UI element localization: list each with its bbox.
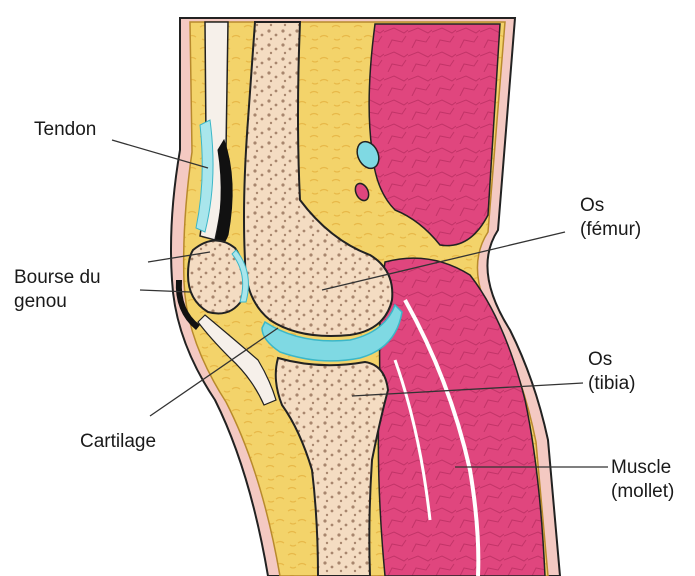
label-femur: Os (fémur) xyxy=(580,194,641,242)
label-tibia-line2: (tibia) xyxy=(588,372,636,396)
calf-muscle xyxy=(378,258,545,576)
label-bursa-line2: genou xyxy=(14,290,101,314)
label-tendon: Tendon xyxy=(34,118,96,142)
label-tibia-line1: Os xyxy=(588,348,636,372)
label-muscle-line1: Muscle xyxy=(611,456,674,480)
label-bursa: Bourse du genou xyxy=(14,266,101,314)
label-muscle: Muscle (mollet) xyxy=(611,456,674,504)
label-femur-line1: Os xyxy=(580,194,641,218)
label-tibia: Os (tibia) xyxy=(588,348,636,396)
label-cartilage-text: Cartilage xyxy=(80,430,156,454)
label-muscle-line2: (mollet) xyxy=(611,480,674,504)
label-femur-line2: (fémur) xyxy=(580,218,641,242)
label-tendon-text: Tendon xyxy=(34,118,96,142)
label-cartilage: Cartilage xyxy=(80,430,156,454)
label-bursa-line1: Bourse du xyxy=(14,266,101,290)
